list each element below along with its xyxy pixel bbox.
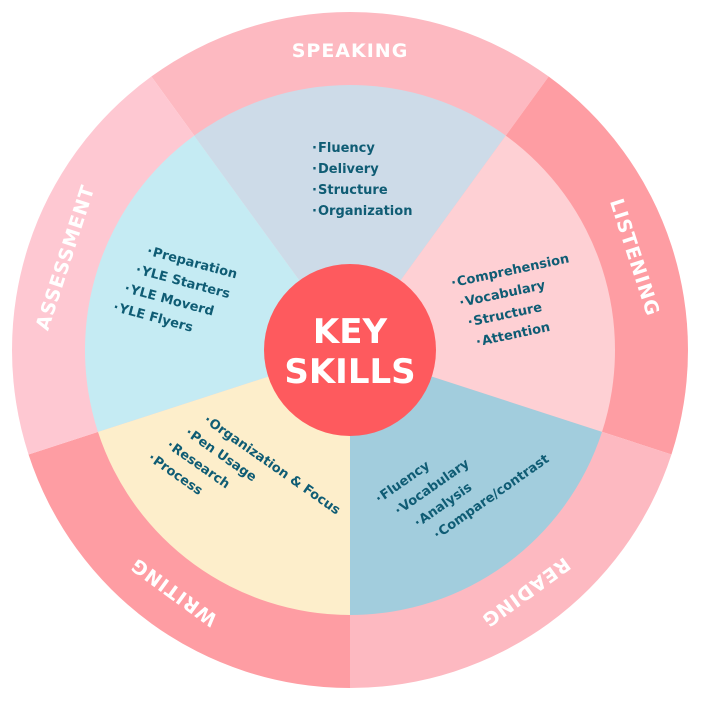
center-title-line1: KEY [313, 312, 388, 352]
bullet-icon: · [475, 335, 483, 351]
bullet-icon: · [458, 295, 466, 311]
inner-segment-writing [97, 350, 350, 615]
inner-segment-speaking [194, 85, 506, 350]
bullet-icon: · [312, 141, 317, 156]
center-title-line2: SKILLS [284, 352, 415, 392]
list-item-speaking: Fluency [318, 141, 375, 156]
bullet-icon: · [111, 300, 120, 316]
list-item-speaking: Organization [318, 204, 412, 219]
bullet-icon: · [123, 281, 132, 297]
inner-segment-reading [350, 350, 603, 615]
bullet-icon: · [312, 183, 317, 198]
ring-label-speaking: SPEAKING [292, 40, 409, 62]
bullet-icon: · [450, 275, 458, 291]
list-item-speaking: Structure [318, 183, 388, 198]
bullet-icon: · [145, 244, 154, 260]
bullet-icon: · [134, 263, 143, 279]
bullet-icon: · [466, 315, 474, 331]
bullet-icon: · [312, 204, 317, 219]
item-list-speaking: ·Fluency·Delivery·Structure·Organization [312, 141, 412, 219]
bullet-icon: · [312, 162, 317, 177]
center-circle [264, 264, 436, 436]
list-item-speaking: Delivery [318, 162, 379, 177]
